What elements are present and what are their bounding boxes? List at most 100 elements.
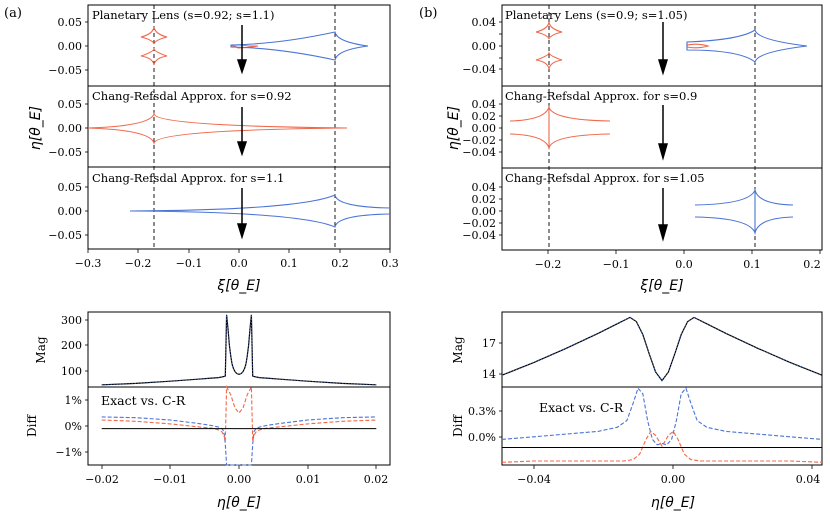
ytick-label: 200 — [61, 339, 82, 352]
ytick-label: 0.05 — [58, 98, 83, 111]
xtick-label: 0.01 — [296, 473, 321, 486]
subplot-a3-label: Chang-Refsdal Approx. for s=1.1 — [92, 171, 284, 185]
diff-annotation-a: Exact vs. C-R — [101, 393, 186, 408]
ytick-label: 100 — [61, 365, 82, 378]
ytick-label: 0.0% — [468, 431, 496, 444]
ytick-label: 0.04 — [472, 98, 497, 111]
yaxis-tick-labels-a: 0.05 0.00 −0.05 0.05 0.00 −0.05 0.05 0.0… — [48, 16, 82, 242]
yaxis-ticks-b — [499, 21, 502, 236]
ytick-label: 0.02 — [472, 110, 497, 123]
light-curve-panel-a: Exact vs. C-R 300 200 100 1% 0% −1% — [25, 311, 391, 511]
ytick-label: 14 — [482, 368, 496, 381]
diff-annotation-b: Exact vs. C-R — [539, 400, 624, 415]
blue-chang-refsdal-caustic — [694, 188, 794, 236]
mag-ylabel-b: Mag — [451, 336, 465, 363]
xtick-label: 0.1 — [280, 257, 298, 270]
dashed-reference-lines-b — [548, 5, 756, 250]
ytick-label: −0.05 — [48, 229, 82, 242]
xtick-label: 0.2 — [331, 257, 349, 270]
lc-xticks-b — [533, 465, 813, 469]
mag-ylabel-a: Mag — [34, 336, 48, 363]
lc-xtick-labels-a: −0.02 −0.01 0.00 0.01 0.02 — [85, 473, 388, 486]
ytick-label: 1% — [65, 394, 82, 407]
xtick-label: −0.1 — [176, 257, 203, 270]
mag-yticks-a — [85, 319, 88, 372]
red-caustic-lower — [140, 47, 168, 66]
mag-yticks-b — [499, 342, 502, 375]
ytick-label: 0.00 — [472, 122, 497, 135]
xtick-label: 0.0 — [230, 257, 248, 270]
mag-ytick-labels-a: 300 200 100 — [61, 314, 82, 378]
source-trajectory-arrows-a — [236, 25, 248, 240]
dashed-reference-lines-a — [153, 5, 336, 249]
panel-label-b: (b) — [419, 6, 437, 21]
source-trajectory-arrows-b — [657, 22, 669, 242]
ytick-label: 0.00 — [58, 205, 83, 218]
diff-yticks-a — [85, 399, 88, 453]
ytick-label: −0.05 — [48, 146, 82, 159]
yaxis-label-a: η[θ_E] — [28, 106, 44, 150]
ytick-label: 0.02 — [472, 193, 497, 206]
diff-ytick-labels-a: 1% 0% −1% — [55, 394, 82, 459]
blue-chang-refsdal-caustic — [129, 194, 391, 228]
mag-series-b — [501, 316, 823, 382]
mag-series-a — [101, 314, 377, 386]
lc-xticks-a — [101, 465, 377, 469]
xtick-label: 0.0 — [675, 258, 693, 271]
xtick-label: −0.04 — [517, 473, 551, 486]
diff-yticks-b — [499, 410, 502, 438]
ytick-label: −0.02 — [462, 134, 496, 147]
subplot-b3-frame — [501, 167, 823, 251]
xtick-label: 0.02 — [364, 473, 389, 486]
subplot-b3-label: Chang-Refsdal Approx. for s=1.05 — [505, 171, 705, 185]
caustic-panel-a: Planetary Lens (s=0.92; s=1.1) Chang-Ref… — [28, 4, 399, 294]
xtick-label: −0.3 — [75, 257, 102, 270]
ytick-label: −0.05 — [48, 64, 82, 77]
ytick-label: −0.04 — [462, 146, 496, 159]
ytick-label: 17 — [482, 337, 496, 350]
yaxis-ticks-a — [85, 21, 88, 236]
diff-ylabel-b: Diff — [451, 414, 465, 437]
diff-series-red-line — [501, 430, 823, 463]
xtick-label: −0.2 — [125, 257, 152, 270]
red-chang-refsdal-caustic — [509, 104, 611, 151]
diff-ytick-labels-b: 0.3% 0.0% — [468, 405, 496, 444]
subplot-a2-label: Chang-Refsdal Approx. for s=0.92 — [92, 89, 292, 103]
red-caustic-upper — [140, 26, 168, 45]
ytick-label: 0.00 — [472, 40, 497, 53]
xtick-label: 0.00 — [227, 473, 252, 486]
caustics-b1 — [535, 21, 808, 70]
xaxis-tick-labels-a: −0.3 −0.2 −0.1 0.0 0.1 0.2 0.3 — [75, 257, 399, 270]
xtick-label: 0.00 — [661, 473, 686, 486]
caustic-panel-b: Planetary Lens (s=0.9; s=1.05) Chang-Ref… — [446, 4, 823, 294]
xtick-label: 0.3 — [381, 257, 399, 270]
lc-xtick-labels-b: −0.04 0.00 0.04 — [517, 473, 820, 486]
red-caustic-upper — [535, 21, 563, 40]
mag-subplot-b-frame — [501, 311, 823, 388]
ytick-label: −0.04 — [462, 229, 496, 242]
xaxis-label-b: ξ[θ_E] — [639, 278, 683, 294]
ytick-label: 0% — [65, 420, 82, 433]
exact-magnification-line — [501, 316, 823, 382]
ytick-label: 0.00 — [58, 40, 83, 53]
ytick-label: 0.04 — [472, 181, 497, 194]
diff-series-b — [501, 387, 823, 463]
diff-series-blue-line — [501, 387, 823, 446]
diff-subplot-b-frame — [501, 386, 823, 466]
subplot-a1-label: Planetary Lens (s=0.92; s=1.1) — [92, 8, 275, 22]
ytick-label: 0.05 — [58, 16, 83, 29]
ytick-label: −0.02 — [462, 217, 496, 230]
light-curve-panel-b: Exact vs. C-R 17 14 0.3% 0.0% −0.04 0.00 — [451, 311, 823, 511]
xaxis-tick-labels-b: −0.2 −0.1 0.0 0.1 0.2 — [535, 258, 821, 271]
diff-series-blue-line — [101, 416, 377, 466]
ytick-label: 0.00 — [58, 122, 83, 135]
xtick-label: 0.2 — [803, 258, 821, 271]
subplot-b1-label: Planetary Lens (s=0.9; s=1.05) — [505, 8, 688, 22]
xtick-label: 0.04 — [796, 473, 821, 486]
approx-magnification-line — [501, 316, 823, 382]
blue-central-caustic — [686, 29, 808, 63]
ytick-label: 0.00 — [472, 205, 497, 218]
subplot-b2-label: Chang-Refsdal Approx. for s=0.9 — [505, 89, 697, 103]
